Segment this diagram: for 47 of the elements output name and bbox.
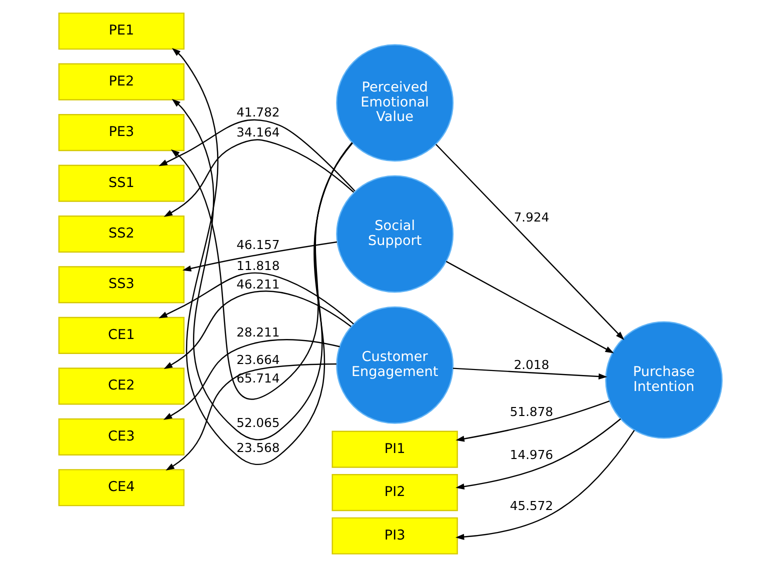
edge-label: 23.568 (236, 440, 280, 455)
arrow (456, 418, 621, 490)
node-circle: Social Support (336, 175, 454, 293)
node-box: PI2 (332, 474, 458, 512)
arrow (452, 368, 608, 380)
arrow (446, 260, 614, 354)
edge-label: 7.924 (514, 210, 550, 225)
arrow (164, 139, 354, 217)
edge-label: 2.018 (514, 358, 550, 372)
node-box: PI3 (332, 517, 458, 554)
edge-label: 45.572 (510, 498, 554, 513)
edge-label: 46.157 (236, 238, 280, 252)
node-box: PE2 (58, 63, 185, 100)
node-circle: Perceived Emotional Value (336, 44, 454, 162)
arrow (163, 339, 340, 420)
node-circle: Customer Engagement (336, 306, 454, 424)
node-box: CE2 (58, 368, 185, 405)
node-box: SS2 (58, 215, 185, 253)
arrow (158, 272, 354, 324)
arrow (172, 48, 352, 466)
edge-label: 28.211 (236, 326, 280, 340)
arrow (170, 142, 353, 399)
node-box: PI1 (332, 430, 458, 468)
edge-label: 23.664 (236, 352, 280, 367)
edge-label: 34.164 (236, 125, 280, 140)
edge-label: 41.782 (236, 105, 280, 120)
arrow (456, 400, 610, 442)
edge-label: 52.065 (236, 416, 280, 430)
arrow (166, 363, 336, 471)
node-box: CE3 (58, 418, 185, 456)
arrow (158, 119, 356, 192)
arrow (455, 430, 635, 540)
arrow (172, 98, 353, 440)
arrow (436, 144, 624, 340)
node-box: PE3 (58, 114, 185, 152)
node-box: CE4 (58, 469, 185, 506)
edge-label: 11.818 (236, 258, 280, 273)
node-box: CE1 (58, 316, 185, 354)
edge-label: 46.211 (236, 277, 280, 292)
node-box: SS3 (58, 266, 185, 304)
arrow (164, 290, 352, 370)
edge-label: 14.976 (510, 448, 554, 462)
arrow (182, 241, 338, 272)
node-box: PE1 (58, 12, 185, 50)
edge-label: 51.878 (510, 404, 554, 419)
node-box: SS1 (58, 164, 185, 202)
edge-label: 65.714 (236, 371, 280, 386)
